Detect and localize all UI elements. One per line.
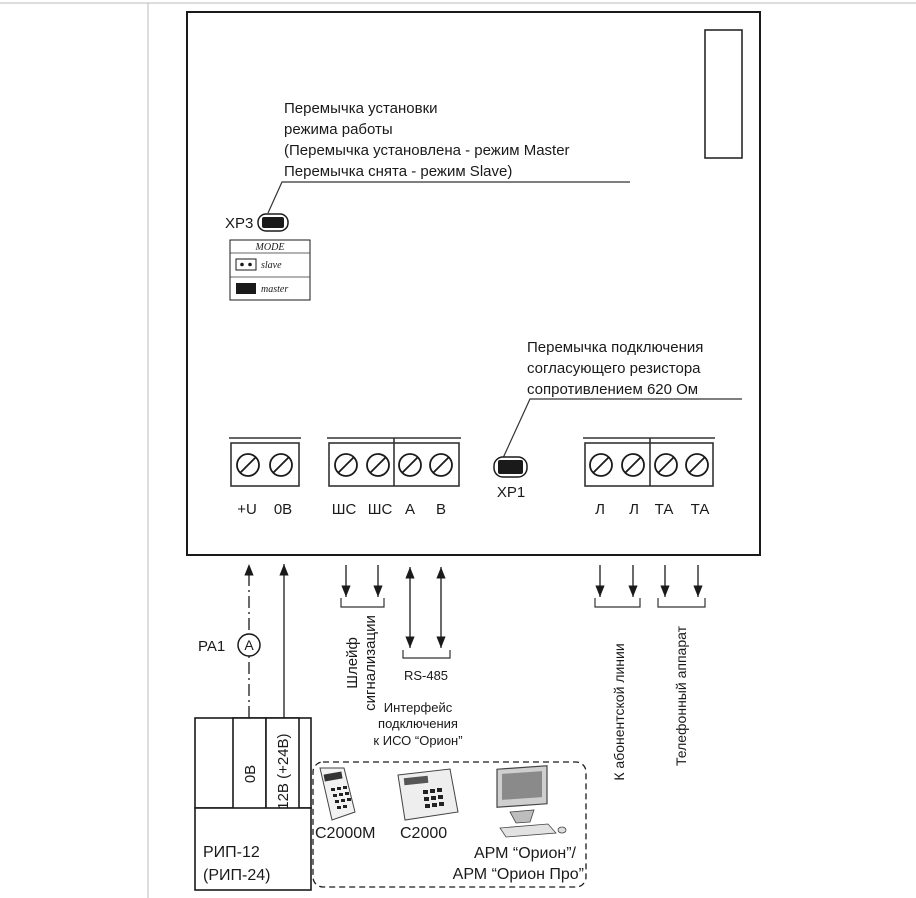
mode-legend-master: master (261, 284, 288, 295)
terminal-label: B (436, 501, 446, 518)
resistor-note-line-3: сопротивлением 620 Ом (527, 381, 698, 398)
mode-note-line-3: (Перемычка установлена - режим Master (284, 142, 570, 159)
slave-pin-1 (240, 262, 244, 267)
psu-terminal-12v-label: +12В (+24В) (275, 733, 292, 818)
mode-note-line-2: режима работы (284, 121, 393, 138)
c2000m-label: С2000М (315, 825, 375, 842)
resistor-note-leader (502, 398, 742, 459)
slave-pin-2 (248, 262, 252, 267)
orion-devices-group (312, 761, 587, 888)
terminal-screw[interactable] (429, 453, 453, 477)
loop-label: Шлейфсигнализации (344, 615, 379, 711)
xp3-jumper-cap (262, 217, 284, 228)
rs485-label: RS-485 (404, 668, 448, 683)
mode-legend-slave: slave (261, 260, 282, 271)
rs485-bracket (402, 650, 451, 659)
terminal-block-power (229, 437, 301, 487)
mode-note-leader (267, 181, 630, 214)
resistor-note-line-2: согласующего резистора (527, 360, 701, 377)
terminal-block-line-phone (583, 437, 715, 487)
ammeter-symbol (237, 633, 261, 657)
psu-name-line-2: (РИП-24) (203, 867, 270, 884)
interface-note-line-2: подключения (378, 716, 458, 731)
computer-icon (496, 765, 567, 838)
terminal-screw[interactable] (334, 453, 358, 477)
psu-name-line-1: РИП-12 (203, 844, 260, 861)
terminal-block-loop-bus (327, 437, 461, 487)
arm-label-line-2: АРМ “Орион Про” (453, 866, 584, 883)
ammeter-letter: A (244, 637, 254, 653)
c2000-device-icon (397, 768, 459, 821)
indicator-window (704, 29, 743, 159)
c2000m-device-icon (319, 767, 356, 821)
terminal-screw[interactable] (654, 453, 678, 477)
loop-bracket (340, 598, 385, 608)
terminal-label: Л (595, 501, 605, 518)
xp1-jumper-cap (498, 460, 523, 474)
terminal-label: ШС (368, 501, 393, 518)
slave-jumper-icon (235, 258, 257, 271)
arm-label-line-1: АРМ “Орион”/ (474, 845, 577, 862)
mode-note-line-4: Перемычка снята - режим Slave) (284, 163, 512, 180)
c2000-label: С2000 (400, 825, 447, 842)
terminal-label: ТА (691, 501, 710, 518)
terminal-label: ШС (332, 501, 357, 518)
terminal-label: Л (629, 501, 639, 518)
terminal-screw[interactable] (398, 453, 422, 477)
subscriber-line-label: К абонентской линии (611, 643, 627, 780)
xp1-label: XP1 (497, 484, 525, 501)
terminal-screw[interactable] (589, 453, 613, 477)
xp3-label: XP3 (225, 215, 253, 232)
terminal-label: A (405, 501, 415, 518)
line-bracket (594, 598, 641, 608)
ammeter-label: PA1 (198, 638, 225, 655)
interface-note-line-3: к ИСО “Орион” (373, 733, 462, 748)
terminal-label: 0В (274, 501, 292, 518)
psu-terminal-0v-label: 0В (242, 765, 259, 783)
mode-legend-title: MODE (255, 242, 285, 253)
telephone-label: Телефонный аппарат (673, 625, 689, 766)
terminal-screw[interactable] (621, 453, 645, 477)
interface-note-line-1: Интерфейс (384, 700, 453, 715)
mode-note-line-1: Перемычка установки (284, 100, 438, 117)
master-jumper-icon (236, 283, 256, 294)
terminal-label: +U (237, 501, 257, 518)
terminal-screw[interactable] (685, 453, 709, 477)
terminal-screw[interactable] (366, 453, 390, 477)
resistor-note-line-1: Перемычка подключения (527, 339, 703, 356)
terminal-label: ТА (655, 501, 674, 518)
phone-bracket (657, 598, 706, 608)
terminal-screw[interactable] (236, 453, 260, 477)
psu-base (194, 807, 312, 891)
terminal-screw[interactable] (269, 453, 293, 477)
